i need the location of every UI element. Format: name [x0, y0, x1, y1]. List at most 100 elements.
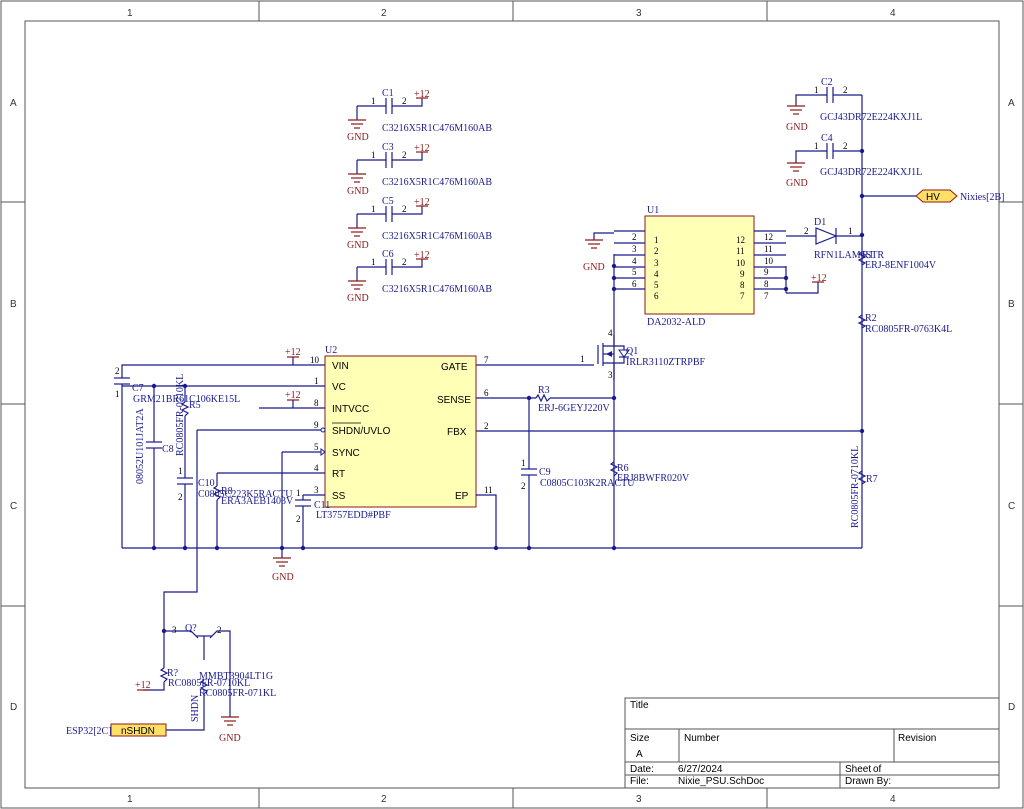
u1-ext-3: 3	[632, 244, 637, 254]
q1-mosfet[interactable]: 1 4 3 Q1 IRLR3110ZTRPBF	[476, 328, 706, 380]
cap-c5[interactable]: 1 2 C5 C3216X5R1C476M160AB +12 GND	[347, 196, 492, 251]
c5-power: +12	[414, 197, 430, 208]
u2-pin-ss: SS	[332, 491, 346, 502]
c6-pin1: 1	[371, 257, 376, 267]
q2-value: MMBT3904LT1G	[199, 671, 273, 682]
cap-c6[interactable]: 1 2 C6 C3216X5R1C476M160AB +12 GND	[347, 249, 492, 304]
u2-pin-sync: SYNC	[332, 448, 360, 459]
c3-ref: C3	[382, 142, 394, 153]
u2-pin-shdn: SHDN/UVLO	[332, 426, 391, 437]
col-label-2-bottom: 2	[381, 794, 387, 805]
c7-value: GRM21BR61C106KE15L	[133, 394, 240, 405]
u2-pin-ep: EP	[455, 491, 469, 502]
cap-c2[interactable]: 1 2 C2 GCJ43DR72E224KXJ1L GND	[786, 77, 922, 133]
date-value: 6/27/2024	[678, 764, 723, 775]
hv-port-target: Nixies[2B]	[960, 192, 1004, 203]
q2-ground-icon	[221, 716, 239, 726]
nshdn-port[interactable]: nSHDN ESP32[2C]	[66, 723, 167, 737]
row-label-a: A	[10, 98, 17, 109]
d1-pin-anode: 2	[804, 226, 809, 236]
c8-capacitor[interactable]: C8 08052U101JAT2A	[135, 386, 174, 548]
col-label-1: 1	[127, 8, 133, 19]
r3-value: ERJ-6GEYJ220V	[538, 403, 610, 414]
u1-ext-4: 4	[632, 256, 637, 266]
c6-pin2: 2	[402, 257, 407, 267]
u1-pin-6: 6	[654, 291, 659, 301]
c4-pin2: 2	[843, 141, 848, 151]
q2-transistor[interactable]: 3 2 Q? MMBT3904LT1G	[164, 623, 273, 717]
hv-caps: 1 2 C2 GCJ43DR72E224KXJ1L GND 1 2 C4 GCJ…	[786, 77, 922, 189]
q1-pin-drain: 4	[608, 328, 613, 338]
cap-c1[interactable]: 1 2 C1 C3216X5R1C476M160AB +12 GND	[347, 88, 492, 143]
input-network: 2 1 C7 GRM21BR61C106KE15L C8 08052U101JA…	[114, 364, 862, 583]
hv-port[interactable]: HV Nixies[2B]	[915, 189, 1004, 203]
c9-capacitor[interactable]: 1 2 C9 C0805C103K2RACTU	[521, 398, 635, 548]
c1-ground-icon	[348, 119, 366, 129]
col-label-3-bottom: 3	[636, 794, 642, 805]
u1-ext-9: 9	[764, 267, 769, 277]
shdn-driver: 3 2 Q? MMBT3904LT1G R? RC0805FR-0710KL +…	[66, 430, 276, 744]
r1-resistor[interactable]: R1 ERJ-8ENF1004V	[857, 250, 937, 271]
col-label-3: 3	[636, 8, 642, 19]
q2-ground: GND	[219, 733, 241, 744]
r2-resistor[interactable]: R2 RC0805FR-0763K4L	[857, 313, 952, 335]
cap-c4[interactable]: 1 2 C4 GCJ43DR72E224KXJ1L GND	[786, 133, 922, 189]
u1-ext-8: 8	[764, 279, 769, 289]
c1-ref: C1	[382, 88, 394, 99]
u1-ext-12: 12	[764, 232, 773, 242]
c8-value: 08052U101JAT2A	[135, 408, 146, 484]
cap-c3[interactable]: 1 2 C3 C3216X5R1C476M160AB +12 GND	[347, 142, 492, 197]
c3-value: C3216X5R1C476M160AB	[382, 177, 492, 188]
u2-pin-sense: SENSE	[437, 395, 471, 406]
u2-pin-5: 5	[314, 442, 319, 452]
r5-resistor[interactable]: R5 RC0805FR-0710KL	[175, 374, 201, 478]
row-label-b-right: B	[1008, 299, 1015, 310]
u1-transformer[interactable]: U1 DA2032-ALD 1 2 3 4 5 6 2 3 4 5 6 12 1…	[583, 205, 827, 548]
r7-resistor[interactable]: R7 RC0805FR-0710KL	[850, 446, 878, 528]
c4-ground: GND	[786, 178, 808, 189]
r-base[interactable]: RC0805FR-071KL	[166, 679, 276, 731]
row-label-a-right: A	[1008, 98, 1015, 109]
u1-ref: U1	[647, 205, 659, 216]
u2-pin-7: 7	[484, 355, 489, 365]
r-pullup[interactable]: R? RC0805FR-0710KL +12	[135, 631, 250, 691]
c11-ref: C11	[314, 500, 330, 511]
c10-capacitor[interactable]: 1 2 C10 C0805C223K5RACTU	[177, 466, 293, 548]
c7-capacitor[interactable]: 2 1 C7 GRM21BR61C106KE15L	[114, 366, 240, 548]
c7-pin1: 1	[115, 389, 120, 399]
q2-pin-c: 3	[172, 625, 177, 635]
d1-ref: D1	[814, 217, 826, 228]
r8-resistor[interactable]: R8 ERA3AEB1403V	[212, 473, 294, 548]
u2-controller[interactable]: U2 LT3757EDD#PBF 10 1 8 9 5 4 3 VIN VC I…	[122, 345, 497, 548]
c6-power: +12	[414, 250, 430, 261]
u1-pin-3: 3	[654, 258, 659, 268]
q2-pin-e: 2	[217, 625, 222, 635]
u2-pin-gate: GATE	[441, 362, 468, 373]
q1-pin-source: 3	[608, 370, 613, 380]
c11-capacitor[interactable]: 1 2 C11	[295, 488, 330, 548]
c4-pin1: 1	[814, 141, 819, 151]
u1-pin-11: 11	[736, 246, 745, 256]
u1-ext-2: 2	[632, 232, 637, 242]
u2-intvcc-power: +12	[285, 390, 301, 401]
r6-resistor[interactable]: R6 ERJ8BWFR020V	[609, 461, 690, 484]
c6-ground-icon	[348, 280, 366, 290]
col-label-4: 4	[890, 8, 896, 19]
c6-ref: C6	[382, 249, 394, 260]
r-base-value: RC0805FR-071KL	[199, 688, 276, 699]
u1-ground: GND	[583, 262, 605, 273]
q2-ref: Q?	[185, 623, 197, 634]
u1-pin-7: 7	[740, 291, 745, 301]
main-ground: GND	[272, 572, 294, 583]
q1-ref: Q1	[626, 346, 638, 357]
u2-pin-6: 6	[484, 388, 489, 398]
row-label-b: B	[10, 299, 17, 310]
r3-resistor[interactable]: R3 ERJ-6GEYJ220V	[535, 385, 610, 414]
d1-diode[interactable]: 2 1 D1 RFN1LAM6STR	[786, 217, 884, 261]
q1-pin-gate: 1	[580, 354, 585, 364]
u2-pin-10: 10	[310, 355, 320, 365]
u2-pin-8: 8	[314, 398, 319, 408]
r1-value: ERJ-8ENF1004V	[865, 260, 937, 271]
u1-ext-5: 5	[632, 267, 637, 277]
